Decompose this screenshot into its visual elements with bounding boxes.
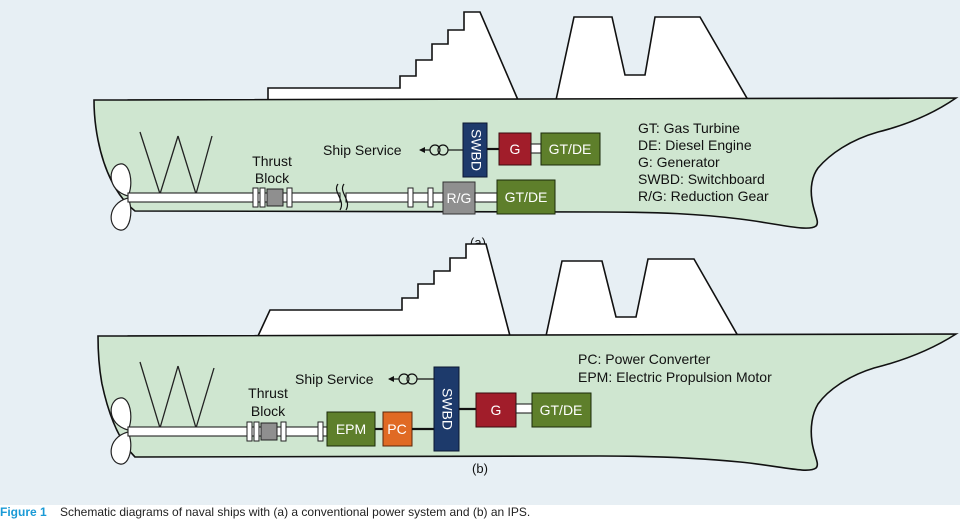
coupling-a5 [427, 187, 434, 208]
ship-service-label-a: Ship Service [323, 142, 402, 158]
superstructure-a-left [267, 11, 520, 101]
coupling-a4 [407, 187, 414, 208]
thrust-label-a-2: Block [255, 170, 290, 186]
switchboard-label-a: SWBD [468, 129, 484, 171]
thrust-label-a-1: Thrust [252, 153, 292, 169]
switchboard-block-a [462, 122, 488, 178]
figure-number: Figure 1 [0, 505, 47, 519]
thrust-label-b-1: Thrust [248, 385, 288, 401]
shaft-break-a [336, 183, 342, 211]
coupling-a2 [259, 187, 266, 208]
gtde-label-a-top: GT/DE [549, 141, 592, 157]
legend-b-item-2: EPM: Electric Propulsion Motor [578, 369, 772, 385]
thrust-label-b-2: Block [251, 403, 286, 419]
ship-service-arrow-a [419, 147, 425, 153]
switchboard-label-b: SWBD [439, 388, 455, 430]
gtde-block-a-top [540, 132, 601, 166]
shaft-b [127, 426, 328, 437]
ship-service-arrow-b [388, 376, 394, 382]
gtde-label-b: GT/DE [540, 402, 583, 418]
panel-b: Thrust Block EPM PC SWBD Ship Service G … [97, 243, 959, 476]
shaft-break-a2 [342, 183, 348, 211]
ship-service-label-b: Ship Service [295, 371, 374, 387]
coupling-a1 [252, 187, 259, 208]
legend-a-item-1: GT: Gas Turbine [638, 120, 740, 136]
transformer-coil-b1 [398, 373, 410, 385]
panel-a: Thrust Block R/G GT/DE Ship Service SWBD… [93, 11, 959, 250]
shaft-a-aft [127, 192, 341, 203]
reduction-gear-label: R/G [447, 190, 472, 206]
thrust-block-b [260, 422, 278, 441]
caption-background [0, 505, 960, 519]
legend-b: PC: Power Converter EPM: Electric Propul… [578, 351, 772, 385]
superstructure-b-right [545, 258, 740, 337]
transformer-coil-a1 [429, 144, 441, 156]
coupling-a3 [286, 187, 293, 208]
gtde-block-b [531, 392, 592, 428]
gtde-block-a-bottom [496, 179, 556, 215]
coupling-b2 [253, 421, 260, 442]
epm-block [326, 411, 376, 447]
shaft-a-gen [530, 143, 542, 154]
power-converter-label: PC [387, 421, 406, 437]
legend-a-item-4: SWBD: Switchboard [638, 171, 765, 187]
superstructure-b-left [256, 243, 512, 337]
epm-label: EPM [336, 421, 366, 437]
figure-caption: Schematic diagrams of naval ships with (… [60, 505, 530, 519]
shaft-b-gen [515, 403, 533, 414]
panel-b-label: (b) [472, 461, 488, 476]
gtde-label-a-bottom: GT/DE [505, 189, 548, 205]
coupling-b3 [280, 421, 287, 442]
shaft-a-rg-gtde [474, 192, 498, 203]
coupling-b4 [317, 421, 324, 442]
propeller-a [110, 163, 132, 231]
power-converter-block [382, 411, 413, 447]
thrust-block-a [266, 188, 284, 207]
generator-label-b: G [491, 402, 502, 418]
coupling-b1 [246, 421, 253, 442]
superstructure-a-right [555, 16, 750, 101]
generator-label-a: G [510, 141, 521, 157]
legend-a: GT: Gas Turbine DE: Diesel Engine G: Gen… [638, 120, 769, 204]
propeller-b [110, 397, 132, 465]
switchboard-block-b [433, 366, 460, 452]
legend-b-item-1: PC: Power Converter [578, 351, 711, 367]
legend-a-item-5: R/G: Reduction Gear [638, 188, 769, 204]
legend-a-item-3: G: Generator [638, 154, 720, 170]
legend-a-item-2: DE: Diesel Engine [638, 137, 752, 153]
